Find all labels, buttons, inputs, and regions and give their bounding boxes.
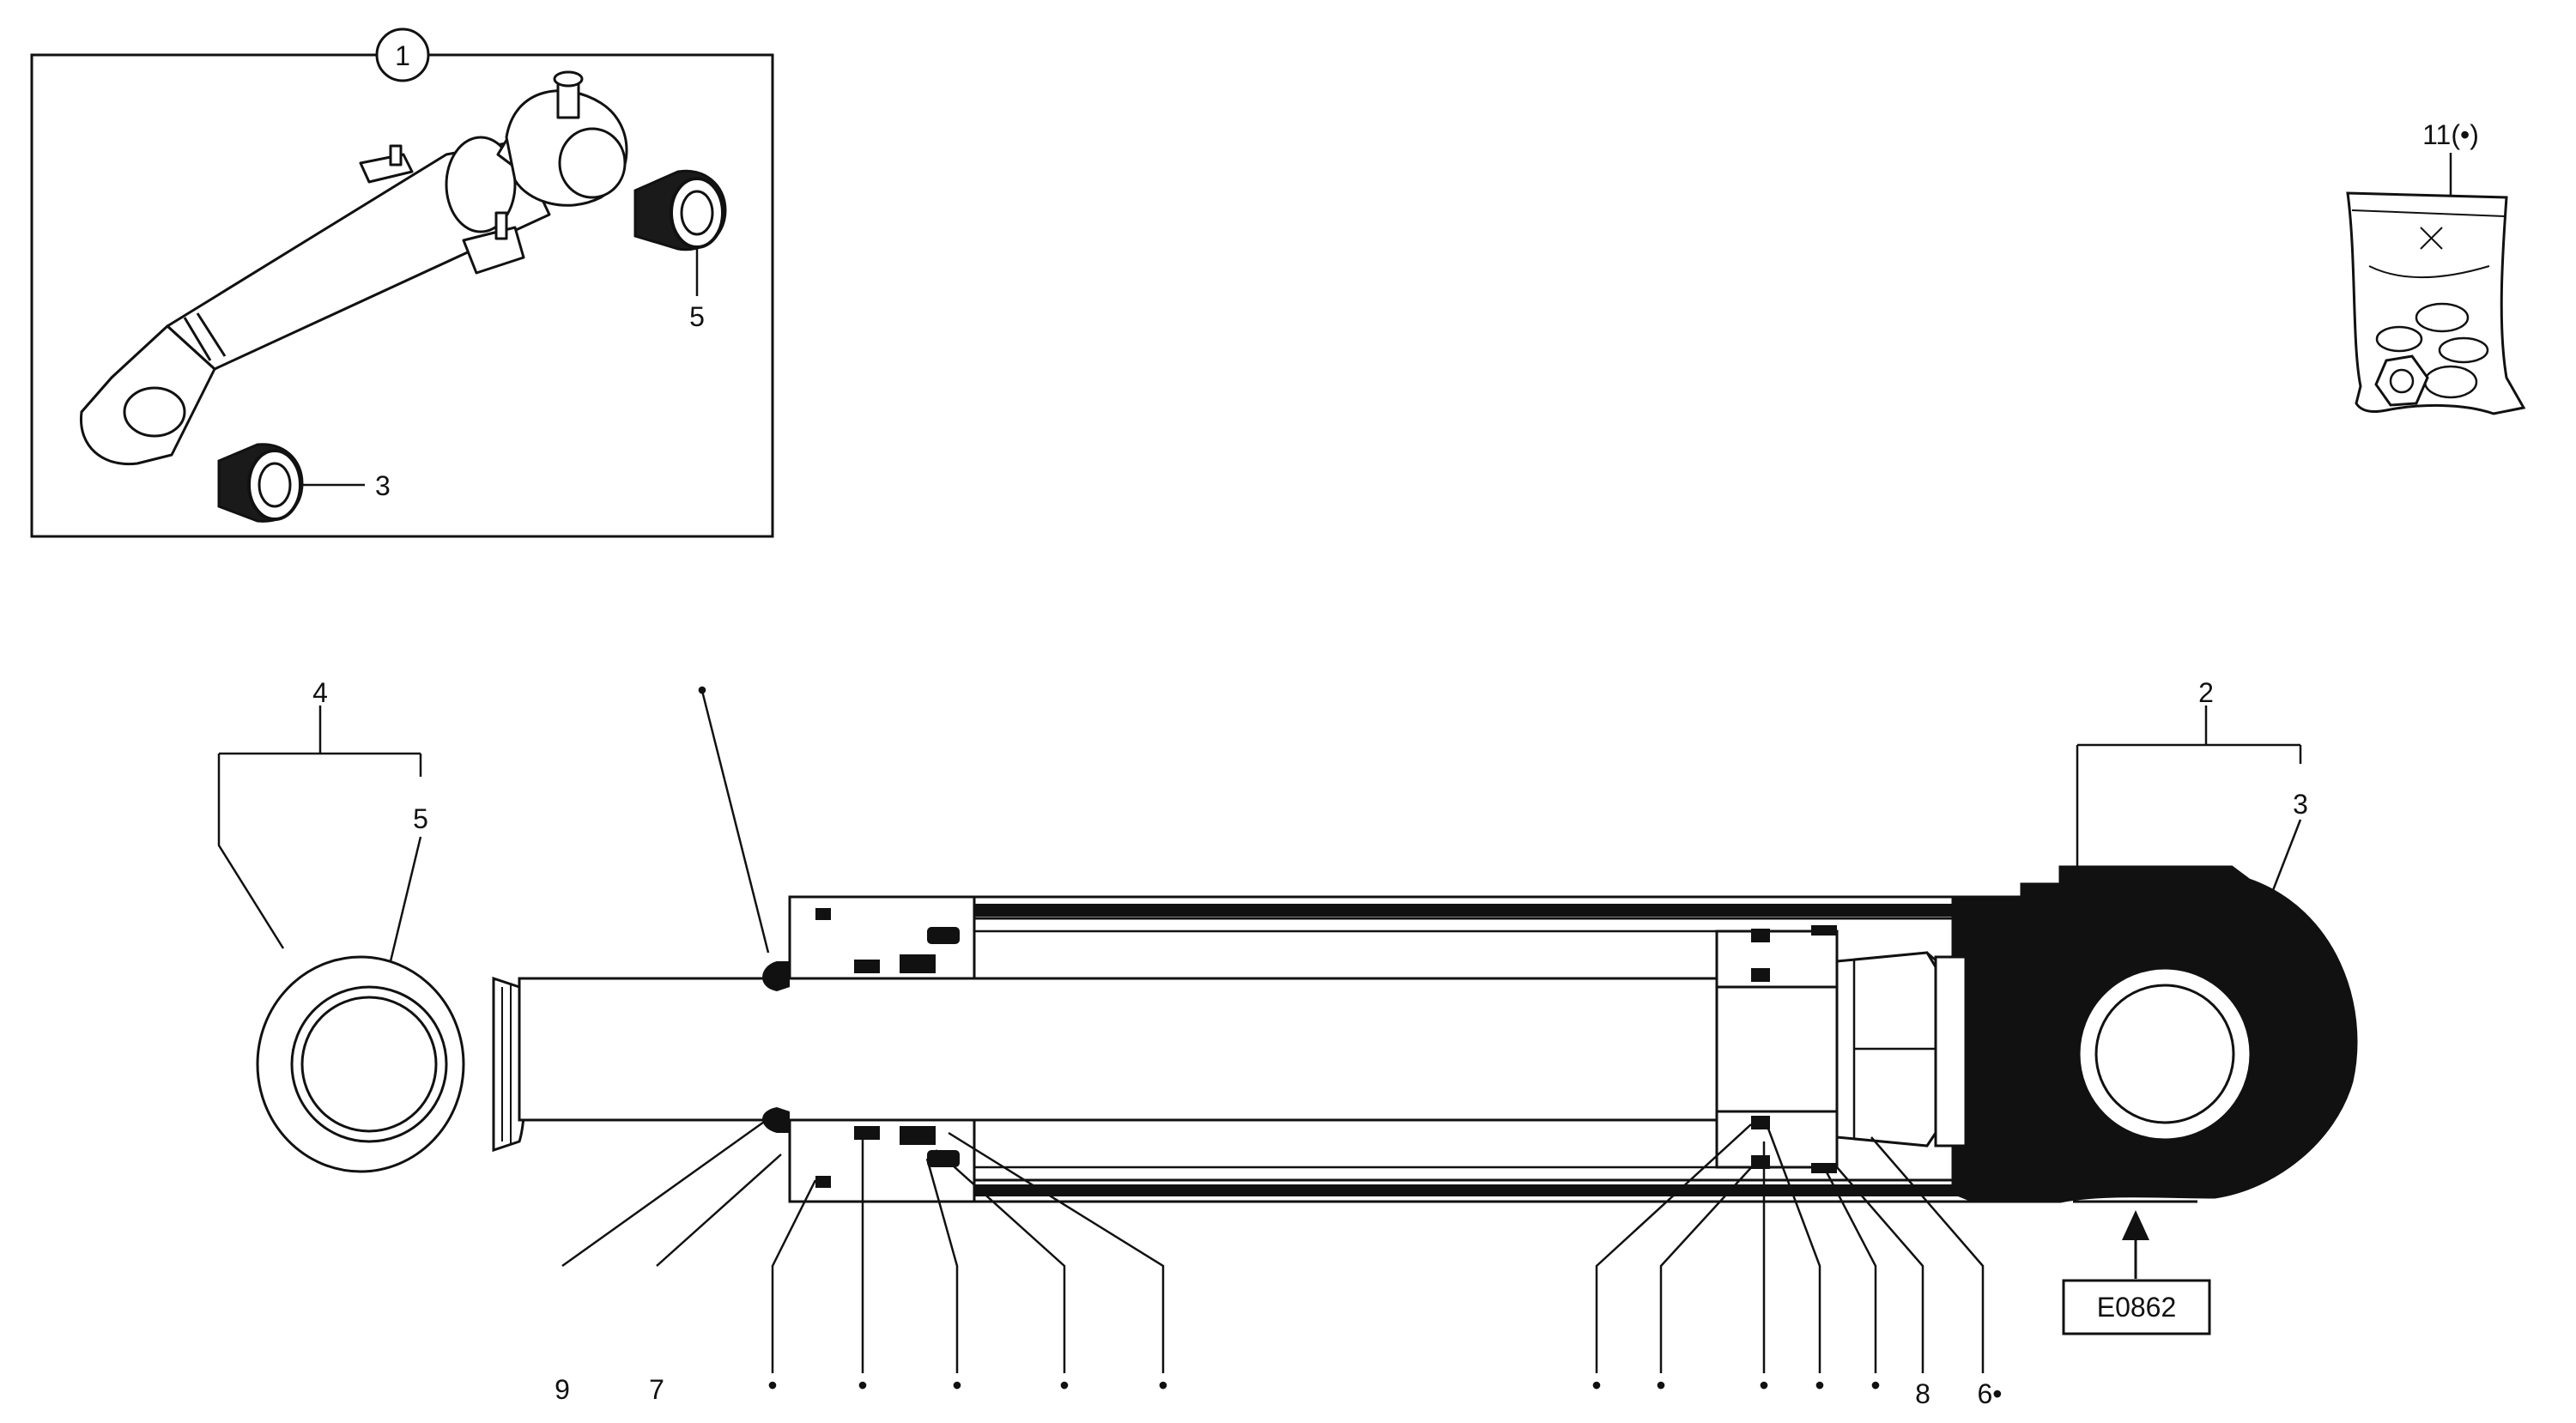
leader-lines: [217, 690, 2302, 1373]
inset-bushing-left: 3: [217, 443, 391, 523]
piston: [1715, 925, 1839, 1173]
barrel-tube: [827, 895, 2023, 1203]
inset-bushing-left-label: 3: [375, 470, 391, 501]
callout-bullet-7: •: [1656, 1370, 1665, 1401]
callout-bullet-1: •: [767, 1370, 777, 1401]
callout-8: 8: [1915, 1378, 1930, 1409]
assembly-number: 1: [395, 40, 410, 71]
cylinder-isometric: [79, 70, 628, 466]
piston-rod: [518, 977, 1718, 1122]
callout-bullet-6: •: [1591, 1370, 1601, 1401]
view-marker: E0862: [2062, 1200, 2211, 1335]
callout-3: 3: [2293, 789, 2308, 820]
seal-kit-bag: 11(•): [2346, 119, 2526, 415]
callout-4: 4: [312, 677, 328, 708]
callout-bullet-4: •: [1059, 1370, 1069, 1401]
callout-6: 6•: [1978, 1378, 2003, 1409]
rod-end-eye: [256, 955, 527, 1173]
callout-bullet-top: •: [697, 675, 706, 705]
seal-kit-label: 11(•): [2422, 119, 2479, 150]
inset-frame: [30, 53, 774, 538]
callout-bullet-8: •: [1759, 1370, 1768, 1401]
callout-bullet-10: •: [1870, 1370, 1880, 1401]
callout-9: 9: [555, 1374, 570, 1405]
inset-bushing-right: 5: [633, 169, 727, 332]
callout-bullet-3: •: [952, 1370, 961, 1401]
assembly-callout: 1: [375, 27, 430, 82]
barrel-head: [1934, 865, 2358, 1203]
callout-bullet-2: •: [858, 1370, 867, 1401]
gland: [762, 895, 976, 1203]
callout-7: 7: [649, 1374, 664, 1405]
callout-bullet-9: •: [1815, 1370, 1824, 1401]
callout-2: 2: [2198, 677, 2214, 708]
view-marker-code: E0862: [2097, 1292, 2177, 1323]
inset-bushing-right-label: 5: [689, 301, 705, 332]
callout-5: 5: [413, 803, 428, 834]
callout-bullet-5: •: [1158, 1370, 1167, 1401]
